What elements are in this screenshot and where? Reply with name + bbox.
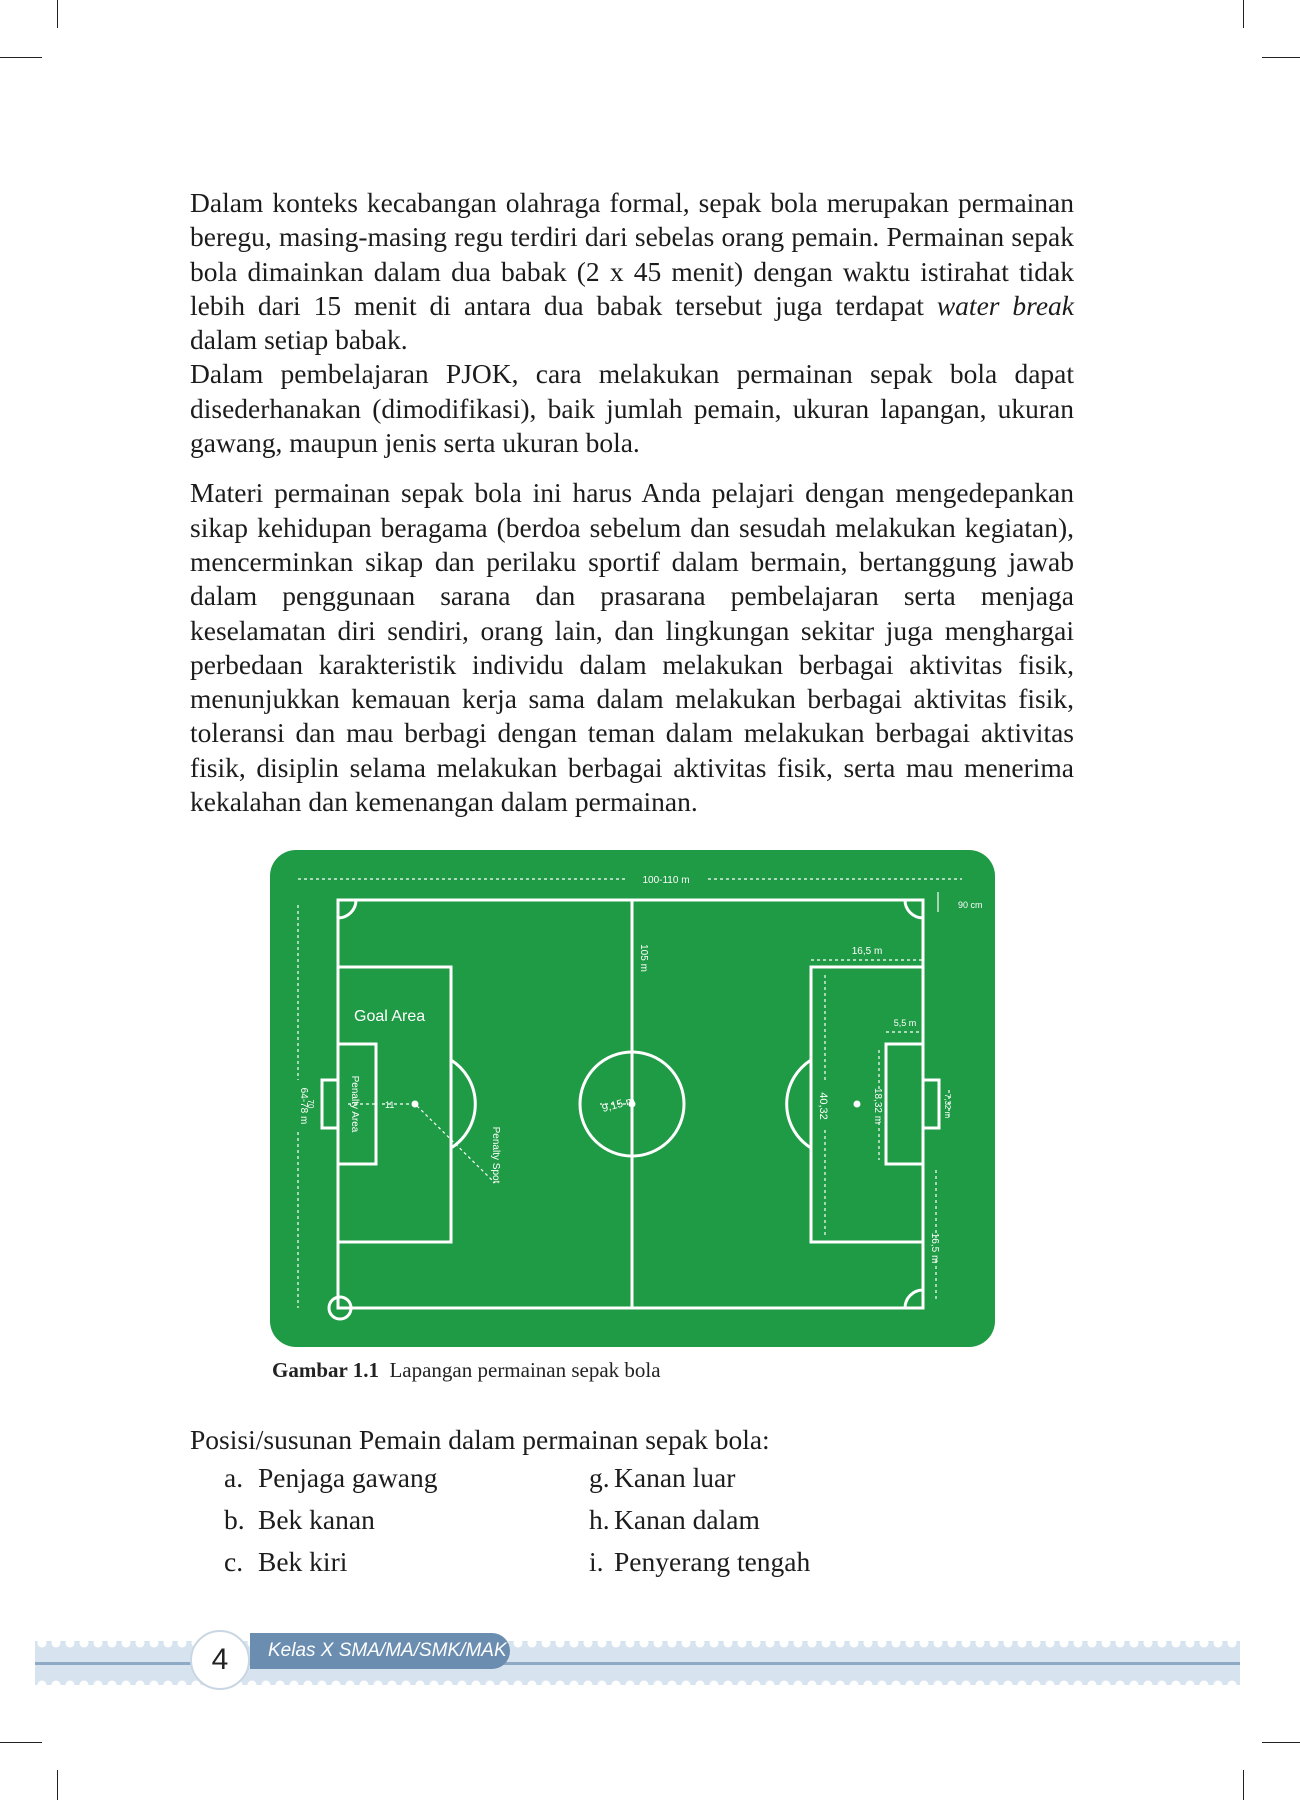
crop-mark bbox=[1262, 1742, 1300, 1743]
penalty-spot-label: Penalty Spot bbox=[490, 1127, 501, 1184]
crop-mark bbox=[0, 57, 42, 58]
crop-mark bbox=[57, 1770, 58, 1800]
crop-mark bbox=[1243, 1770, 1244, 1800]
paragraph-3: Materi permainan sepak bola ini harus An… bbox=[190, 477, 1074, 818]
penalty-width-bottom-label: 16,5 m bbox=[929, 1233, 940, 1264]
list-item: h.Kanan dalam bbox=[589, 1504, 760, 1535]
goal-area-width-label: 5,5 m bbox=[894, 1018, 917, 1028]
corner-label: 90 cm bbox=[958, 900, 983, 910]
list-item: b.Bek kanan bbox=[224, 1504, 375, 1535]
class-label: Kelas X SMA/MA/SMK/MAK bbox=[250, 1633, 510, 1669]
page-number: 4 bbox=[190, 1630, 250, 1690]
center-circle bbox=[578, 1050, 686, 1158]
body-text: Dalam konteks kecabangan olahraga formal… bbox=[190, 186, 1074, 819]
crop-mark bbox=[57, 0, 58, 28]
penalty-arc-left bbox=[450, 1058, 477, 1150]
list-item: c.Bek kiri bbox=[224, 1546, 348, 1577]
footer-dots-bottom bbox=[35, 1680, 1240, 1690]
footer-dots-top bbox=[35, 1638, 1240, 1648]
paragraph-2: Dalam pembelajaran PJOK, cara melakukan … bbox=[190, 358, 1074, 459]
length-label: 100-110 m bbox=[642, 875, 689, 886]
positions-heading: Posisi/susunan Pemain dalam permainan se… bbox=[190, 1424, 770, 1455]
paragraph-1: Dalam konteks kecabangan olahraga formal… bbox=[190, 187, 1074, 356]
football-field-diagram: 100-110 m 90 cm 16,5 m 5,5 m 105 m Goal … bbox=[297, 875, 983, 1321]
goal-area-depth-label: 18,32 m bbox=[872, 1088, 883, 1124]
goal-area-right bbox=[884, 1042, 925, 1166]
water-break-term: water break bbox=[936, 289, 1074, 321]
list-item: i.Penyerang tengah bbox=[589, 1546, 811, 1577]
crop-mark bbox=[1243, 0, 1244, 28]
goal-area-label: Goal Area bbox=[354, 1008, 425, 1025]
goal-width-label: 7,32 m bbox=[943, 1094, 952, 1119]
penalty-spot-right bbox=[853, 1100, 861, 1108]
football-field-figure: 100-110 m 90 cm 16,5 m 5,5 m 105 m Goal … bbox=[270, 850, 995, 1347]
goal-left bbox=[320, 1078, 340, 1130]
crop-mark bbox=[0, 1742, 42, 1743]
field-lines bbox=[320, 898, 941, 1321]
field-labels: 100-110 m 90 cm 16,5 m 5,5 m 105 m Goal … bbox=[298, 875, 983, 1263]
corner-arc bbox=[903, 899, 924, 920]
dimension-lines bbox=[297, 878, 962, 1308]
corner-flag-circle bbox=[327, 1295, 353, 1321]
penalty-depth-label: 40,32 bbox=[817, 1092, 829, 1120]
penalty-width-top-label: 16,5 m bbox=[852, 946, 883, 957]
spot-distance-label: 11 bbox=[385, 1100, 394, 1110]
caption-label: Gambar 1.1 bbox=[272, 1358, 379, 1382]
figure-caption: Gambar 1.1 Lapangan permainan sepak bola bbox=[272, 1358, 661, 1383]
center-length-label: 105 m bbox=[638, 944, 649, 972]
positions-list-right: g.Kanan luar h.Kanan dalam i.Penyerang t… bbox=[589, 1462, 810, 1588]
list-item: a.Penjaga gawang bbox=[224, 1462, 438, 1493]
list-item: g.Kanan luar bbox=[589, 1462, 736, 1493]
penalty-area-label: Penalty Area bbox=[349, 1076, 360, 1133]
width-alt-label: 70 bbox=[306, 1100, 315, 1109]
corner-arc bbox=[903, 1288, 924, 1309]
positions-list-left: a.Penjaga gawang b.Bek kanan c.Bek kiri bbox=[224, 1462, 437, 1588]
footer-line bbox=[35, 1662, 1240, 1665]
crop-mark bbox=[1262, 57, 1300, 58]
width-label: 64-78 m bbox=[298, 1088, 309, 1125]
caption-text: Lapangan permainan sepak bola bbox=[389, 1358, 661, 1382]
penalty-arc-right bbox=[785, 1058, 812, 1150]
goal-right bbox=[921, 1078, 941, 1130]
corner-arc bbox=[337, 899, 358, 920]
